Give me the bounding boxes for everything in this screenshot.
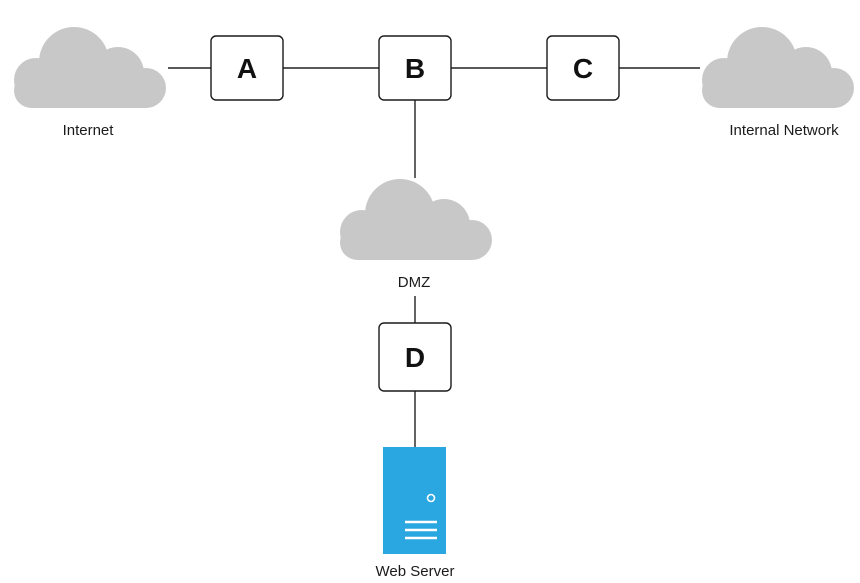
node-a-label: A (237, 53, 257, 84)
node-d-label: D (405, 342, 425, 373)
server-icon (383, 447, 446, 554)
dmz-cloud-icon (340, 179, 492, 260)
node-a-box (210, 35, 284, 101)
node-d-box (378, 322, 452, 392)
node-d: D (378, 322, 452, 392)
node-b-box (378, 35, 452, 101)
server-led-icon (426, 493, 436, 503)
node-b: B (378, 35, 452, 101)
internal-network-label: Internal Network (729, 122, 839, 139)
dmz-cloud: DMZ (340, 179, 492, 291)
internal-network-cloud: Internal Network (702, 27, 854, 139)
node-b-label: B (405, 53, 425, 84)
internet-cloud: Internet (14, 27, 166, 139)
node-c: C (546, 35, 620, 101)
web-server: Web Server (376, 447, 455, 580)
dmz-label: DMZ (398, 274, 431, 291)
internet-label: Internet (63, 122, 115, 139)
node-c-box (546, 35, 620, 101)
node-c-label: C (573, 53, 593, 84)
internal-network-cloud-icon (702, 27, 854, 108)
internet-cloud-icon (14, 27, 166, 108)
node-a: A (210, 35, 284, 101)
connection-lines (168, 67, 700, 447)
web-server-label: Web Server (376, 563, 455, 580)
